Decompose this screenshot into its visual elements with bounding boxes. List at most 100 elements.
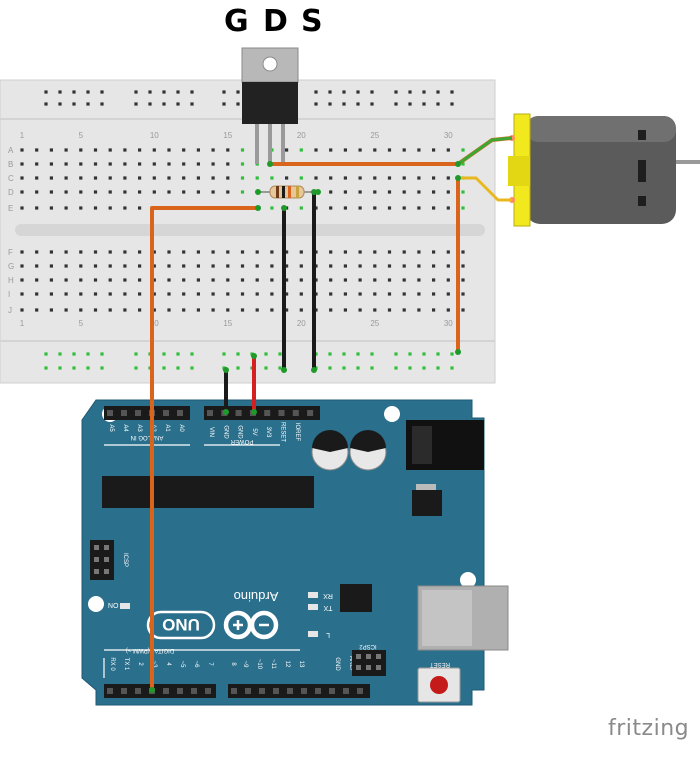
breadboard-hole [20,176,24,180]
breadboard-hole [299,264,303,268]
gate-label: G [224,4,249,39]
rail-divider-bottom [0,340,495,342]
rail-hole [342,366,346,370]
breadboard-hole [343,190,347,194]
breadboard-hole [49,176,53,180]
icsp2-label: ICSP2 [359,643,377,649]
breadboard-hole [417,292,421,296]
rail-hole [408,102,412,106]
l-led [308,631,318,637]
motor-shaft [668,160,700,164]
digital-header-high [228,684,370,698]
rail-hole [422,352,426,356]
rail-hole [134,102,138,106]
rail-hole [162,90,166,94]
rail-hole [314,90,318,94]
rail-hole [394,102,398,106]
breadboard-hole [240,278,245,282]
power-jack-face [412,426,432,464]
power-pin-label: 5V [251,428,257,435]
breadboard-hole [182,292,186,296]
breadboard-hole [417,176,421,180]
breadboard-hole [182,148,186,152]
breadboard-hole [79,308,83,312]
breadboard-hole [240,308,245,312]
rail-hole [450,352,454,356]
breadboard-hole [20,292,24,296]
breadboard-hole [432,278,436,282]
breadboard-hole [329,250,333,254]
breadboard-hole [461,148,465,152]
breadboard-hole [211,176,215,180]
breadboard-hole [152,292,156,296]
breadboard-hole [299,308,303,312]
breadboard-hole [387,278,392,282]
breadboard-hole [182,250,186,254]
breadboard-hole [240,250,245,254]
motor-terminal-block [508,156,530,186]
power-pin-label: VIN [208,427,214,437]
breadboard-hole [167,292,171,296]
breadboard-hole [285,278,289,282]
column-number: 1 [20,131,25,140]
header-pin [343,688,349,694]
breadboard-hole [108,278,112,282]
rail-hole [190,352,194,356]
breadboard-hole [417,250,421,254]
breadboard-hole [417,190,421,194]
breadboard-hole [167,162,171,166]
mosfet-tab-hole [262,56,278,72]
breadboard-hole [35,264,39,268]
row-letter: G [8,262,14,271]
header-pin [135,410,141,416]
motor-vent [638,130,646,140]
breadboard-hole [461,292,465,296]
usb-chip [340,584,372,612]
breadboard-hole [123,308,127,312]
rail-hole [408,90,412,94]
rail-hole [370,366,374,370]
breadboard-hole [299,250,303,254]
rail-hole [72,90,76,94]
rail-hole [314,102,318,106]
rail-hole [44,366,48,370]
reset-label: RESET [430,661,450,667]
breadboard-hole [373,278,377,282]
breadboard-hole [358,292,362,296]
rail-hole [134,366,138,370]
rail-hole [134,352,138,356]
digital-pin-label: 2 [137,662,143,666]
breadboard-hole [49,264,53,268]
breadboard-hole [196,162,200,166]
breadboard-hole [79,206,83,210]
reset-button-cap[interactable] [430,676,448,694]
breadboard-hole [373,292,377,296]
column-number: 25 [370,319,379,328]
rail-hole [86,102,90,106]
motor-highlight [526,116,676,142]
breadboard-hole [152,308,156,312]
digital-pin-label: 8 [230,662,236,666]
breadboard-hole [387,292,392,296]
motor-vent [638,196,646,206]
breadboard-hole [152,264,156,268]
power-pin-label: GND [237,425,243,439]
wire-endpoint [281,205,287,211]
rail-hole [328,352,332,356]
rail-hole [44,352,48,356]
breadboard-hole [329,278,333,282]
digital-header-low [104,684,216,698]
wire-endpoint [455,175,461,181]
breadboard-hole [20,264,24,268]
breadboard-hole [64,278,68,282]
breadboard-hole [79,292,83,296]
breadboard-hole [167,250,171,254]
rail-hole [450,90,454,94]
breadboard-hole [270,250,274,254]
breadboard-hole [211,162,215,166]
row-letter: H [8,276,14,285]
rail-hole [236,352,240,356]
breadboard-hole [167,190,171,194]
